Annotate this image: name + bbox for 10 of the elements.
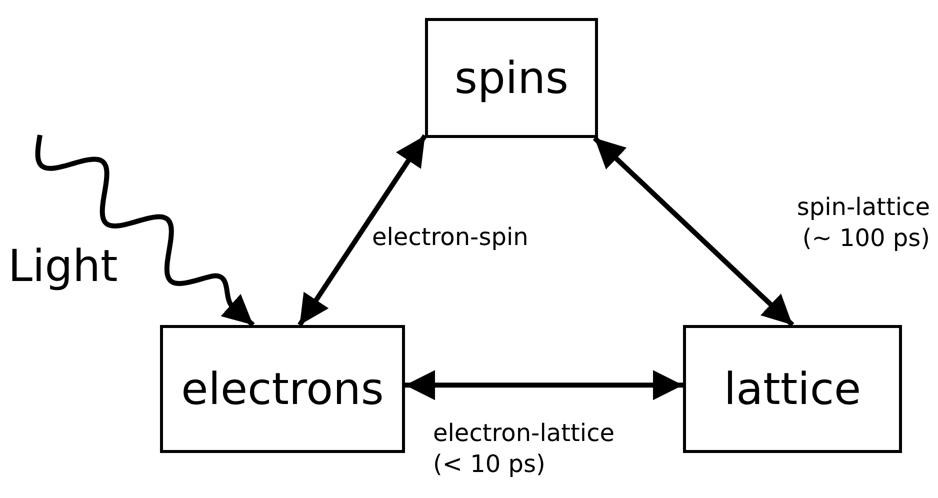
double-arrow: [405, 370, 683, 400]
box-label: electrons: [181, 364, 384, 414]
wavy-arrow: [35, 133, 256, 328]
double-arrow: [298, 134, 428, 326]
label-box: [160, 325, 405, 453]
box-label: lattice: [724, 364, 862, 414]
double-arrow: [592, 136, 794, 327]
label-box: [425, 18, 598, 138]
box-label: spins: [454, 52, 568, 104]
label-box: [683, 325, 902, 453]
